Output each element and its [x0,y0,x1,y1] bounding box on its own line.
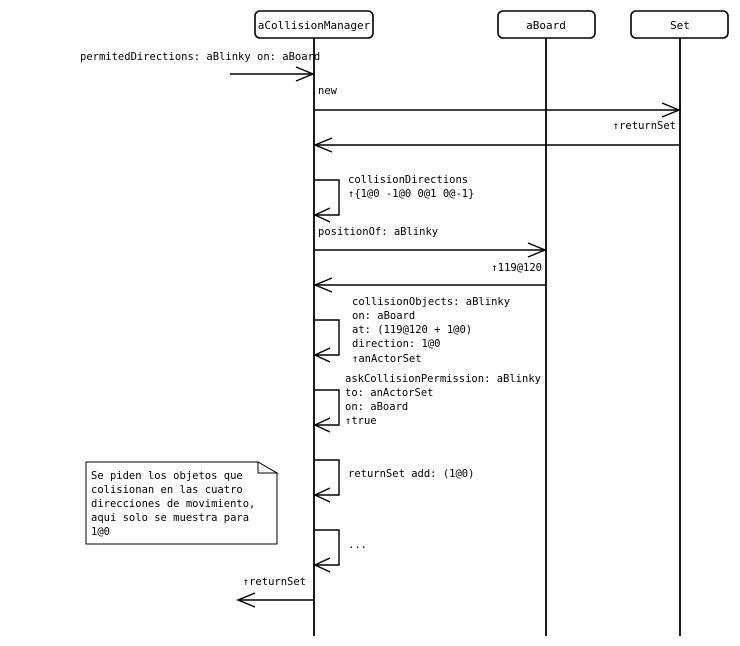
message-collision-objects-line-1: collisionObjects: aBlinky [352,296,510,308]
message-position-return-label: ↑119@120 [491,262,542,274]
self-call-collision-objects-arrowhead [313,347,331,363]
message-new: new [315,85,681,118]
participant-set-label: Set [670,19,690,32]
message-position-of: positionOf: aBlinky [315,226,547,258]
message-position-return: ↑119@120 [313,262,545,293]
message-position-return-arrowhead [313,277,333,293]
self-call-ask-permission-arrowhead [313,417,331,433]
message-ellipsis: ... [313,529,367,573]
self-call-ask-permission [315,389,340,426]
message-return-add-label: returnSet add: (1@0) [348,468,474,480]
note-line-5: 1@0 [91,526,110,538]
participant-manager-label: aCollisionManager [258,19,371,32]
self-call-return-add-arrowhead [313,487,331,503]
message-ask-permission-line-2: to: anActorSet [345,387,434,399]
message-collision-directions: collisionDirections ↑{1@0 -1@0 0@1 0@-1} [313,174,474,223]
message-collision-directions-line-1: collisionDirections [348,174,468,186]
note-line-4: aqui solo se muestra para [91,512,249,524]
message-collision-objects-line-5: ↑anActorSet [352,353,422,365]
message-incoming: permitedDirections: aBlinky on: aBoard [80,51,320,82]
message-new-return: ↑returnSet [313,120,679,153]
message-new-return-arrowhead [313,137,333,153]
self-call-ellipsis-arrowhead [313,557,331,573]
note-box [85,461,278,545]
self-call-collision-directions-arrowhead [313,207,331,223]
note: Se piden los objetos que colisionan en l… [85,461,279,545]
message-collision-objects-line-3: at: (119@120 + 1@0) [352,324,472,336]
message-return-add: returnSet add: (1@0) [313,459,474,503]
message-collision-objects: collisionObjects: aBlinky on: aBoard at:… [313,296,510,365]
participant-board: aBoard [497,10,596,39]
message-ask-permission-line-3: on: aBoard [345,401,408,413]
participant-manager: aCollisionManager [254,10,374,39]
message-ellipsis-label: ... [348,539,367,551]
note-fold [257,461,279,474]
message-final-return-arrowhead [236,592,256,608]
note-line-3: direcciones de movimiento, [91,498,255,510]
message-position-of-label: positionOf: aBlinky [318,226,438,238]
message-position-of-arrowhead [527,242,547,258]
message-new-return-label: ↑returnSet [613,120,676,132]
message-incoming-label: permitedDirections: aBlinky on: aBoard [80,51,320,63]
message-ask-permission: askCollisionPermission: aBlinky to: anAc… [313,373,541,433]
message-ask-permission-line-1: askCollisionPermission: aBlinky [345,373,541,385]
participant-board-label: aBoard [526,19,566,32]
message-incoming-arrowhead [295,66,315,82]
message-ask-permission-line-4: ↑true [345,415,377,427]
participant-set: Set [630,10,729,39]
note-line-2: colisionan en las cuatro [91,484,243,496]
message-final-return-label: ↑returnSet [243,576,306,588]
self-call-ellipsis [315,529,340,566]
message-new-label: new [318,85,338,97]
self-call-collision-objects [315,319,340,356]
message-collision-objects-line-2: on: aBoard [352,310,415,322]
message-collision-directions-line-2: ↑{1@0 -1@0 0@1 0@-1} [348,188,474,200]
message-final-return: ↑returnSet [236,576,313,608]
note-line-1: Se piden los objetos que [91,470,243,482]
self-call-return-add [315,459,340,496]
self-call-collision-directions [315,179,340,216]
message-collision-objects-line-4: direction: 1@0 [352,338,441,350]
message-new-arrowhead [661,102,681,118]
